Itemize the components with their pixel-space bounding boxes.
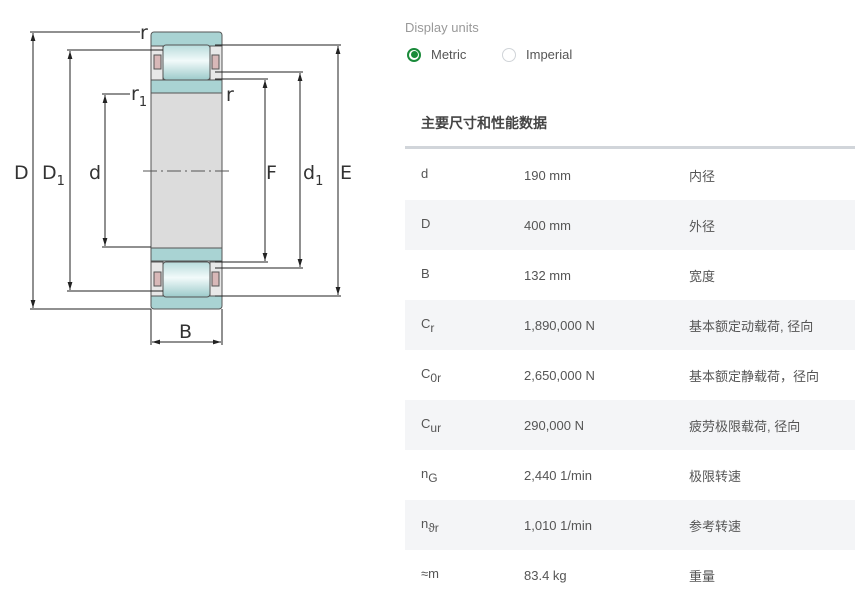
- row-symbol: d: [421, 165, 429, 181]
- radio-imperial[interactable]: Imperial: [502, 47, 572, 62]
- table-row: d 190 mm 内径: [405, 150, 855, 200]
- display-units-label: Display units: [405, 20, 479, 35]
- radio-checked-icon: [407, 47, 421, 62]
- row-description: 内径: [689, 168, 716, 184]
- table-row: nG 2,440 1/min 极限转速: [405, 450, 855, 500]
- label-B: B: [179, 321, 192, 343]
- row-description: 宽度: [689, 268, 716, 284]
- row-symbol: B: [421, 265, 430, 281]
- specs-table: d 190 mm 内径 D 400 mm 外径 B 132 mm 宽度 Cr 1,890,000 N…: [405, 150, 855, 600]
- label-E: E: [340, 162, 352, 184]
- radio-unchecked-icon: [502, 47, 516, 62]
- label-r1: r1: [131, 83, 147, 110]
- table-row: ≈m 83.4 kg 重量: [405, 550, 855, 600]
- dimension-lines: [30, 31, 341, 345]
- table-row: nϑr 1,010 1/min 参考转速: [405, 500, 855, 550]
- row-symbol: Cr: [421, 315, 435, 335]
- radio-metric[interactable]: Metric: [407, 47, 466, 62]
- row-symbol: nϑr: [421, 515, 439, 535]
- row-value: 1,890,000 N: [524, 317, 595, 333]
- radio-metric-label: Metric: [431, 47, 467, 62]
- divider: [405, 146, 855, 149]
- table-row: Cur 290,000 N 疲劳极限载荷, 径向: [405, 400, 855, 450]
- label-F: F: [266, 162, 277, 184]
- row-description: 参考转速: [689, 518, 742, 534]
- label-r-right: r: [226, 84, 234, 106]
- row-symbol: C0r: [421, 365, 442, 385]
- bearing-section: [150, 31, 223, 310]
- section-title: 主要尺寸和性能数据: [421, 115, 547, 131]
- label-r-top: r: [140, 22, 148, 44]
- row-value: 132 mm: [524, 267, 571, 283]
- row-description: 基本额定静载荷，径向: [689, 368, 820, 384]
- row-symbol: ≈m: [421, 565, 439, 581]
- row-description: 重量: [689, 568, 716, 584]
- row-value: 2,440 1/min: [524, 467, 592, 483]
- bearing-diagram: D D1 d F d1 E B r r1 r: [14, 22, 352, 345]
- row-description: 外径: [689, 218, 716, 234]
- label-d: d: [89, 162, 101, 184]
- row-value: 2,650,000 N: [524, 367, 595, 383]
- label-d1: d1: [303, 162, 323, 189]
- row-symbol: nG: [421, 465, 438, 485]
- table-row: Cr 1,890,000 N 基本额定动载荷, 径向: [405, 300, 855, 350]
- row-symbol: Cur: [421, 415, 442, 435]
- table-row: C0r 2,650,000 N 基本额定静载荷，径向: [405, 350, 855, 400]
- row-description: 极限转速: [689, 468, 742, 484]
- table-row: B 132 mm 宽度: [405, 250, 855, 300]
- row-symbol: D: [421, 215, 431, 231]
- row-description: 疲劳极限载荷, 径向: [689, 418, 801, 434]
- row-description: 基本额定动载荷, 径向: [689, 318, 814, 334]
- label-D: D: [14, 162, 29, 184]
- label-D1: D1: [42, 162, 65, 189]
- table-row: D 400 mm 外径: [405, 200, 855, 250]
- row-value: 290,000 N: [524, 417, 584, 433]
- row-value: 83.4 kg: [524, 567, 567, 583]
- radio-imperial-label: Imperial: [526, 47, 573, 62]
- row-value: 400 mm: [524, 217, 571, 233]
- row-value: 190 mm: [524, 167, 571, 183]
- row-value: 1,010 1/min: [524, 517, 592, 533]
